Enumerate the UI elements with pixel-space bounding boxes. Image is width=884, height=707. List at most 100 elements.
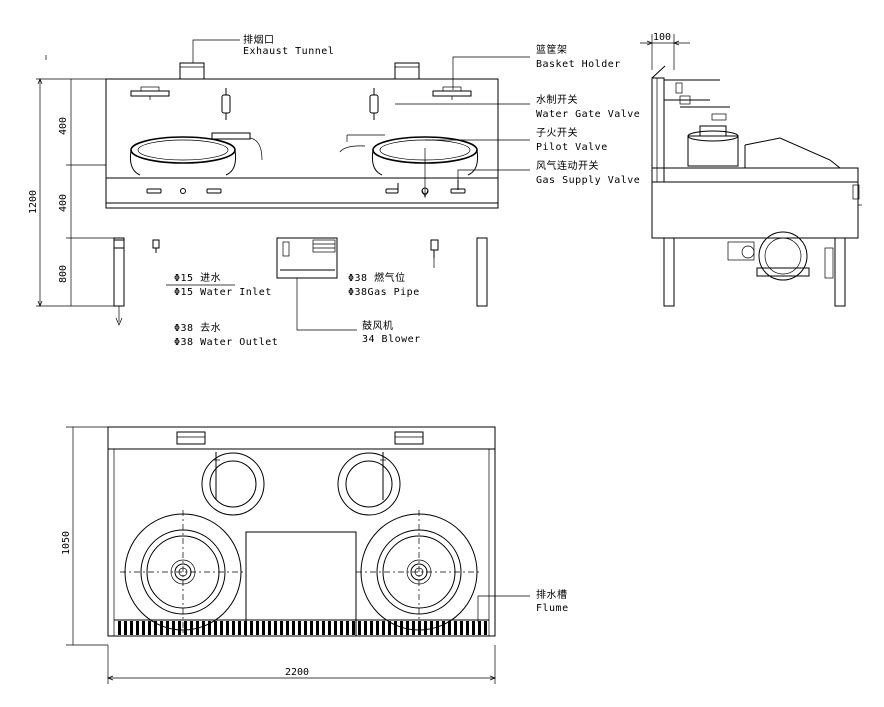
exhaust-tunnel-right: [394, 62, 420, 80]
flume-slat: [478, 621, 481, 635]
flume-slat: [190, 621, 193, 635]
dim-upper-height: 400: [58, 117, 69, 135]
side-wok: [687, 113, 841, 169]
water-inlet-label-en: Φ15 Water Inlet: [174, 287, 272, 298]
side-body: [651, 167, 859, 239]
flume-slat: [244, 621, 247, 635]
flume-slat: [166, 621, 169, 635]
flume-label-en: Flume: [536, 603, 569, 614]
blower-label-cn: 鼓风机: [362, 319, 394, 332]
flume-slat: [382, 621, 385, 635]
plan-rear-ring-right: [337, 452, 401, 516]
flume-slat: [226, 621, 229, 635]
flume-slat: [124, 621, 127, 635]
flume-slat: [484, 621, 487, 635]
water-inlet-label-cn: Φ15 进水: [174, 272, 221, 284]
flume-slat: [442, 621, 445, 635]
pilot-valve-label-en: Pilot Valve: [536, 142, 608, 153]
side-blower: [727, 231, 810, 281]
flume-slat: [352, 621, 355, 635]
water-gate-valve-left: [221, 88, 231, 120]
water-outlet-label-en: Φ38 Water Outlet: [174, 337, 278, 348]
side-backsplash: [651, 77, 665, 183]
plan-exhaust-left: [176, 431, 206, 445]
pilot-valve-label-cn: 子火开关: [536, 126, 578, 139]
flume-slat: [346, 621, 349, 635]
leader-lines-front: [166, 39, 530, 331]
flume-slat: [448, 621, 451, 635]
flume-slat: [388, 621, 391, 635]
flume-slat: [196, 621, 199, 635]
flume-slat: [148, 621, 151, 635]
flume-slat: [340, 621, 343, 635]
flume-slat: [424, 621, 427, 635]
legs-front: [113, 237, 488, 326]
flume-slat: [268, 621, 271, 635]
side-basket-holder: [664, 79, 730, 108]
flume-slat: [178, 621, 181, 635]
wok-left-front: [129, 132, 263, 176]
flume-slat: [334, 621, 337, 635]
gas-supply-label-en: Gas Supply Valve: [536, 175, 640, 186]
plan-dimensions: [66, 426, 496, 684]
dim-middle-height: 400: [58, 194, 69, 212]
flume-slat: [286, 621, 289, 635]
flume-slat: [298, 621, 301, 635]
gas-supply-label-cn: 风气连动开关: [536, 159, 599, 172]
dim-depth: 1050: [61, 531, 72, 555]
flume-slat: [118, 621, 121, 635]
flume-slat: [430, 621, 433, 635]
control-knobs: [146, 180, 466, 195]
flume-slat: [256, 621, 259, 635]
water-gate-label-cn: 水制开关: [536, 93, 578, 106]
blower-label-en: 34 Blower: [362, 334, 421, 345]
flume-slat: [376, 621, 379, 635]
side-elevation: [640, 34, 862, 307]
water-gate-label-en: Water Gate Valve: [536, 109, 640, 120]
flume-slat: [238, 621, 241, 635]
flume-slat: [358, 621, 361, 635]
flume-slat: [472, 621, 475, 635]
exhaust-label-en: Exhaust Tunnel: [243, 46, 334, 57]
plan-burner-right: [356, 510, 482, 634]
flume-slat: [280, 621, 283, 635]
flume-slat: [328, 621, 331, 635]
flume-slat: [136, 621, 139, 635]
flume-slat: [232, 621, 235, 635]
plan-rear-ring-left: [201, 452, 265, 516]
flume-slat: [202, 621, 205, 635]
flume-slat: [262, 621, 265, 635]
flume-slat: [214, 621, 217, 635]
plan-burner-left: [120, 510, 246, 634]
flume-slat: [418, 621, 421, 635]
flume-slat: [274, 621, 277, 635]
plan-exhaust-right: [394, 431, 424, 445]
stove-body-front: [105, 78, 499, 209]
flume-slat: [460, 621, 463, 635]
flume-slat: [304, 621, 307, 635]
dim-side-width: 100: [653, 32, 671, 43]
flume-slat: [292, 621, 295, 635]
flume-slat: [316, 621, 319, 635]
basket-holder-label-cn: 篮筐架: [536, 43, 568, 56]
dim-leg-height: 800: [58, 265, 69, 283]
side-dimensions: [640, 34, 690, 70]
front-dimensions: [36, 55, 114, 307]
flume-slat: [142, 621, 145, 635]
exhaust-tunnel-left: [179, 62, 205, 80]
flume-slat: [208, 621, 211, 635]
gas-pipe-label-cn: Φ38 燃气位: [348, 271, 406, 284]
flume-slat: [406, 621, 409, 635]
water-inlet-fitting: [113, 239, 160, 253]
plan-center-plate: [245, 531, 357, 637]
flume-slat: [394, 621, 397, 635]
gas-pipe-label-en: Φ38Gas Pipe: [348, 287, 420, 298]
basket-holder-label-en: Basket Holder: [536, 59, 621, 70]
flume-slat: [172, 621, 175, 635]
basket-holder-right: [432, 86, 472, 100]
flume-slat: [400, 621, 403, 635]
water-gate-valve-right: [369, 88, 379, 120]
flume-slat: [364, 621, 367, 635]
wok-right-front: [339, 134, 479, 176]
